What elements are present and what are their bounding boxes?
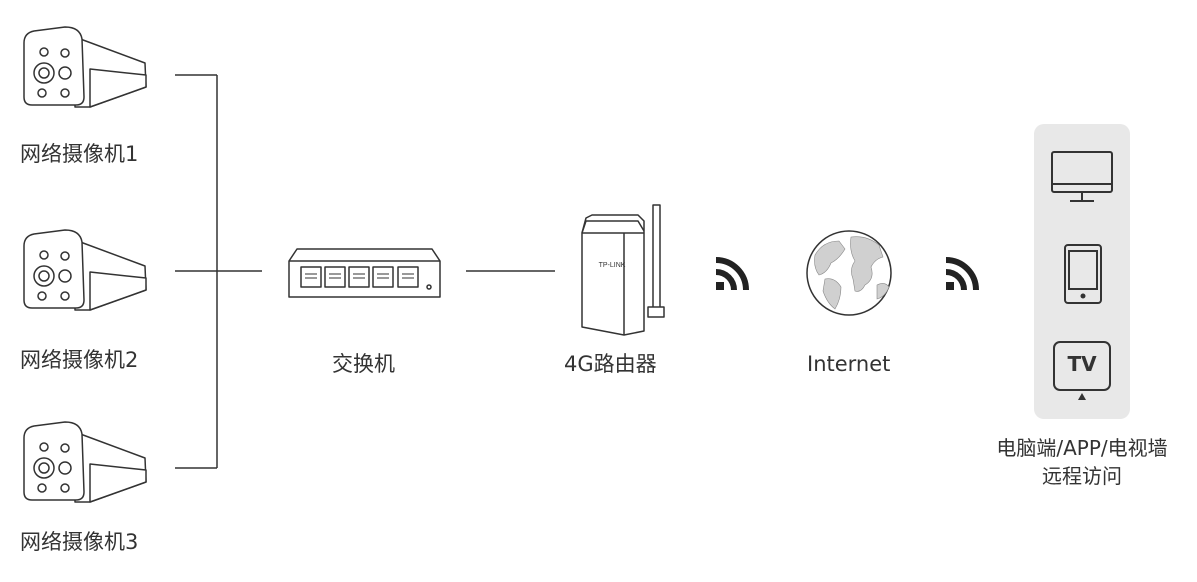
monitor-device — [1050, 150, 1114, 208]
clients-panel — [1034, 124, 1130, 419]
wifi-signal-1 — [714, 252, 754, 296]
camera-icon — [23, 229, 147, 311]
camera-icon — [23, 26, 147, 108]
router-label: 4G路由器 — [564, 352, 657, 376]
tv-icon — [1053, 341, 1111, 400]
clients-label-line2: 远程访问 — [1042, 464, 1122, 488]
camera-1-label: 网络摄像机1 — [20, 142, 139, 166]
switch-icon — [288, 248, 441, 298]
wifi-signal-2 — [944, 252, 984, 296]
globe-icon — [806, 230, 892, 316]
monitor-icon — [1051, 151, 1113, 202]
router-icon: TP-LINK — [581, 204, 665, 336]
camera-3-label: 网络摄像机3 — [20, 530, 139, 554]
wifi-icon — [945, 257, 979, 291]
internet-label: Internet — [807, 352, 891, 376]
phone-icon — [1064, 244, 1102, 304]
switch-device — [287, 247, 442, 305]
clients-label-line1: 电脑端/APP/电视墙 — [996, 436, 1168, 460]
camera-2 — [20, 228, 155, 317]
camera-1 — [20, 25, 155, 114]
camera-3 — [20, 420, 155, 509]
internet-globe — [805, 229, 895, 323]
wifi-icon — [715, 257, 749, 291]
tv-text: TV — [1067, 352, 1097, 376]
router-brand-text: TP-LINK — [599, 262, 626, 269]
camera-2-label: 网络摄像机2 — [20, 348, 139, 372]
phone-device — [1063, 243, 1103, 309]
switch-label: 交换机 — [332, 352, 395, 376]
camera-icon — [23, 421, 147, 503]
tv-device: TV — [1052, 340, 1114, 406]
router-device: TP-LINK — [578, 203, 668, 342]
